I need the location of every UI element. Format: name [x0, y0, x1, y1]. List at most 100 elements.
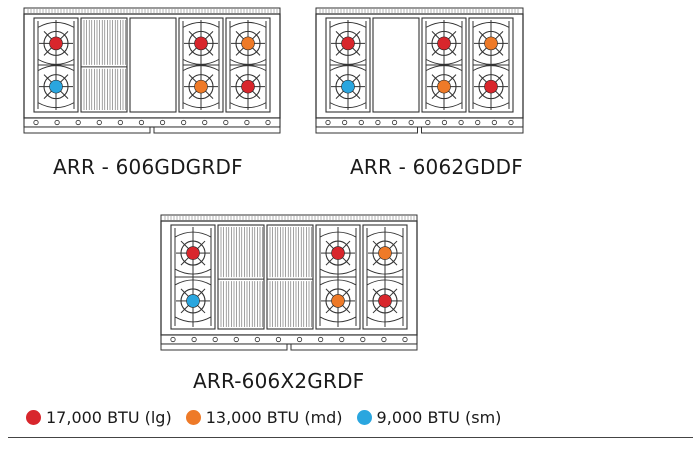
burner-large — [186, 246, 200, 260]
control-knob — [325, 119, 331, 126]
cooktop-section-burners — [362, 224, 408, 330]
control-knob — [296, 336, 303, 343]
griddle-section — [217, 224, 265, 330]
control-knob — [117, 119, 123, 126]
burner-large — [437, 36, 451, 51]
control-knob — [391, 119, 398, 126]
model-label-1: ARR - 606GDGRDF — [53, 155, 243, 179]
cooktop-section-burners — [315, 224, 361, 330]
oven-left — [23, 126, 151, 134]
control-knob — [339, 336, 345, 343]
griddle-plate — [129, 17, 177, 113]
control-knob — [358, 119, 364, 126]
control-panel — [23, 117, 281, 128]
control-knob — [508, 119, 514, 126]
control-knob — [375, 119, 381, 126]
oven-right — [290, 343, 418, 351]
control-knob — [441, 119, 448, 126]
control-knob — [491, 119, 497, 126]
burner-medium — [194, 79, 208, 94]
burner-small — [49, 79, 63, 94]
control-knob — [191, 336, 197, 343]
control-knob — [212, 336, 218, 343]
control-knob — [425, 119, 431, 126]
cooktop-section-burners — [178, 17, 224, 113]
legend-label-small: 9,000 BTU (sm) — [376, 407, 502, 427]
cooktop-section-griddle — [266, 224, 314, 330]
legend-item-medium: 13,000 BTU (md) — [185, 408, 343, 427]
oven-left — [315, 126, 418, 134]
model-label-2: ARR - 6062GDDF — [350, 155, 523, 179]
control-knob — [254, 336, 260, 343]
burner-small — [186, 294, 200, 308]
control-knob — [138, 119, 145, 126]
legend-item-small: 9,000 BTU (sm) — [356, 407, 502, 427]
back-trim — [23, 7, 281, 15]
control-knob — [475, 119, 481, 126]
control-knob — [381, 336, 387, 343]
cooktop-section-burners — [170, 224, 216, 330]
range-diagram-2 — [314, 6, 525, 136]
griddle-plate — [372, 17, 420, 113]
burner-large — [331, 246, 345, 260]
control-knob — [244, 119, 250, 126]
burner-large — [49, 36, 63, 51]
oven-right — [421, 126, 524, 134]
back-trim — [160, 214, 418, 222]
control-knob — [342, 119, 348, 126]
control-knob — [408, 119, 414, 126]
cooktop-section-griddle — [217, 224, 265, 330]
cooktop-section-plate — [372, 17, 420, 113]
legend-label-large: 17,000 BTU (lg) — [46, 407, 172, 427]
cooktop-section-burners — [468, 17, 514, 113]
burner-medium — [331, 294, 345, 308]
control-knob — [54, 119, 60, 126]
cooktop-section-burners — [421, 17, 467, 113]
range-diagram-3 — [159, 213, 419, 353]
burner-large — [341, 36, 355, 51]
oven-left — [160, 343, 288, 351]
control-knob — [458, 119, 464, 126]
control-knob — [159, 119, 166, 126]
cooktop-section-plate — [129, 17, 177, 113]
bottom-rule — [8, 437, 693, 438]
control-knob — [318, 336, 324, 343]
control-knob — [360, 336, 366, 343]
control-knob — [265, 119, 271, 126]
medium-burner-dot-icon — [185, 409, 201, 425]
small-burner-dot-icon — [356, 409, 372, 425]
control-panel — [160, 334, 418, 345]
burner-large — [241, 79, 255, 94]
burner-large — [194, 36, 208, 51]
control-knob — [202, 119, 208, 126]
burner-small — [341, 79, 355, 94]
range-1-drawing — [23, 7, 281, 134]
legend-item-large: 17,000 BTU (lg) — [26, 408, 172, 427]
cooktop-section-burners — [33, 17, 79, 113]
burner-large — [484, 79, 498, 94]
control-panel — [315, 117, 524, 128]
oven-right — [153, 126, 281, 134]
range-3-drawing — [160, 214, 418, 351]
btu-legend: 17,000 BTU (lg) 13,000 BTU (md) 9,000 BT… — [26, 405, 515, 429]
control-knob — [33, 119, 39, 126]
model-label-3: ARR-606X2GRDF — [193, 369, 365, 393]
burner-medium — [241, 36, 255, 51]
control-knob — [96, 119, 102, 126]
cooktop-section-burners — [325, 17, 371, 113]
control-knob — [75, 119, 81, 126]
control-knob — [402, 336, 408, 343]
griddle-section — [80, 17, 128, 113]
burner-medium — [378, 246, 392, 260]
control-knob — [275, 336, 282, 343]
cooktop-section-griddle — [80, 17, 128, 113]
burner-medium — [437, 79, 451, 94]
range-2-drawing — [315, 7, 524, 134]
burner-medium — [484, 36, 498, 51]
griddle-section — [266, 224, 314, 330]
range-diagram-1 — [22, 6, 282, 136]
control-knob — [223, 119, 229, 126]
control-knob — [170, 336, 176, 343]
control-knob — [181, 119, 187, 126]
large-burner-dot-icon — [26, 409, 41, 425]
